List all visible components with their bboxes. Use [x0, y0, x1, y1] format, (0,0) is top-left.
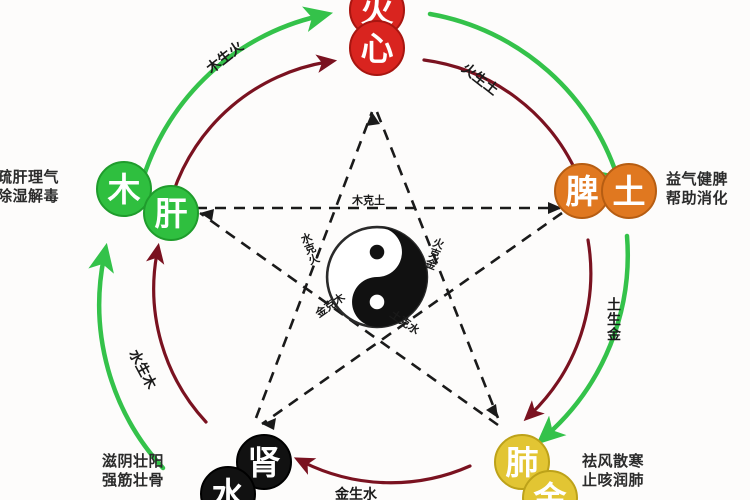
node-wood-organ[interactable]: 肝: [143, 185, 199, 241]
yin-yang-icon: [325, 225, 429, 329]
node-wood-element-label: 木: [107, 169, 141, 209]
dash-water-to-fire: [254, 111, 374, 419]
node-earth-organ-label: 脾: [565, 171, 599, 211]
red-arc-water-to-wood: [146, 242, 208, 424]
arrowhead-metal-to-wood: [200, 209, 214, 221]
node-earth-element-label: 土: [612, 171, 646, 211]
annotation-water-line1: 滋阴壮阳: [102, 452, 165, 470]
annotation-metal-line2: 止咳润肺: [582, 470, 645, 489]
node-fire-organ-label: 心: [360, 28, 394, 68]
green-arc-wood-to-fire: [136, 6, 334, 196]
node-wood-element[interactable]: 木: [96, 161, 152, 217]
annotation-wood-line2: 除湿解毒: [0, 186, 60, 205]
arrowhead-earth-to-water: [262, 418, 276, 430]
node-metal-element-label: 金: [533, 478, 567, 500]
annotation-wood: 疏肝理气 除湿解毒: [0, 168, 59, 206]
green-arc-fire-to-earth: [427, 11, 628, 196]
outer-green-arcs: [88, 6, 630, 471]
node-water-element-label: 水: [211, 474, 245, 500]
arrowhead-water-to-fire: [366, 112, 380, 126]
node-water-organ-label: 肾: [247, 442, 281, 482]
red-arc-metal-to-water: [293, 457, 472, 485]
annotation-water-line2: 强筋壮骨: [102, 470, 165, 489]
node-fire-organ[interactable]: 心: [349, 20, 405, 76]
dash-metal-to-wood: [199, 211, 499, 427]
label-metal-generates-water: 金生水: [335, 487, 377, 500]
annotation-wood-line1: 疏肝理气: [0, 168, 60, 186]
red-arc-fire-to-earth: [422, 58, 583, 186]
annotation-earth-line2: 帮助消化: [666, 188, 729, 207]
annotation-earth-line1: 益气健脾: [666, 170, 729, 188]
arrowhead-wood-to-earth: [548, 202, 562, 214]
green-arc-earth-to-metal: [536, 233, 630, 445]
label-wood-overcomes-earth: 木克土: [352, 194, 385, 207]
annotation-earth: 益气健脾 帮助消化: [666, 170, 728, 208]
dash-fire-to-metal: [375, 111, 500, 419]
overcoming-pentagram: [196, 111, 563, 427]
node-metal-organ-label: 肺: [505, 442, 539, 482]
annotation-water: 滋阴壮阳 强筋壮骨: [102, 452, 164, 490]
dash-earth-to-water: [261, 211, 563, 426]
red-arc-earth-to-metal: [523, 238, 593, 422]
node-earth-element[interactable]: 土: [601, 163, 657, 219]
label-earth-generates-metal: 土生金: [605, 297, 621, 342]
red-arc-wood-to-fire: [171, 54, 338, 195]
annotation-metal-line1: 祛风散寒: [582, 452, 645, 470]
green-arc-water-to-wood: [88, 242, 166, 471]
pentagram-arrowheads: [200, 112, 562, 430]
node-wood-organ-label: 肝: [154, 193, 188, 233]
arrowhead-fire-to-metal: [486, 404, 498, 418]
inner-red-arcs: [146, 54, 593, 485]
annotation-metal: 祛风散寒 止咳润肺: [582, 452, 644, 490]
